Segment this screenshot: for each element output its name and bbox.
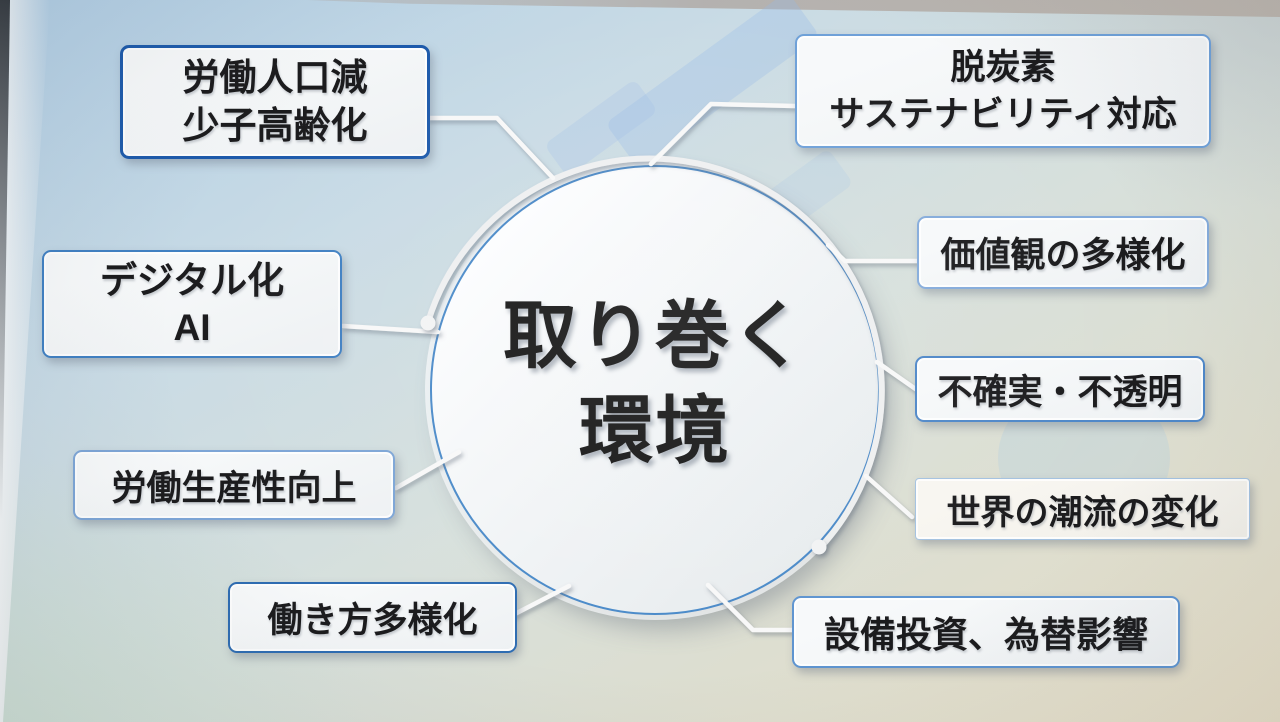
node-labor-population-box: 労働人口減 少子高齢化 [120, 45, 430, 159]
node-label-line: サステナビリティ対応 [829, 95, 1177, 134]
node-label-line: 価値観の多様化 [940, 236, 1186, 275]
node-label-line: 脱炭素 [950, 48, 1056, 87]
node-labor-productivity-box: 労働生産性向上 [73, 450, 395, 520]
node-label-line: 労働生産性向上 [111, 468, 357, 508]
screen-top-bezel [307, 0, 1280, 17]
node-global-trends-box: 世界の潮流の変化 [915, 478, 1250, 540]
screen-left-edge-dark [0, 0, 10, 520]
node-uncertainty-box: 不確実・不透明 [915, 356, 1205, 422]
node-decarbonization-box: 脱炭素 サステナビリティ対応 [795, 34, 1211, 148]
node-capex-fx-box: 設備投資、為替影響 [792, 596, 1180, 668]
connector-values-diversity [825, 242, 923, 264]
node-label-line: 働き方多様化 [267, 601, 478, 640]
center-node-line1: 取り巻く [503, 294, 807, 377]
node-label-line: 設備投資、為替影響 [823, 614, 1148, 655]
node-digital-ai-box: デジタル化 AI [42, 250, 342, 358]
connector-uncertainty [874, 359, 920, 393]
node-label-line: デジタル化 [99, 260, 285, 301]
node-values-diversity-box: 価値観の多様化 [917, 216, 1209, 289]
connector-global-trends [863, 473, 915, 520]
node-label-line: 不確実・不透明 [937, 372, 1183, 412]
connector-labor-population [425, 115, 556, 181]
node-label-line: AI [173, 307, 211, 348]
connector-digital-ai [340, 323, 441, 335]
arc-endpoint-dot [420, 315, 436, 331]
center-node: 取り巻く 環境 [430, 165, 880, 615]
center-node-line2: 環境 [579, 389, 731, 472]
node-work-style-diversity-box: 働き方多様化 [228, 582, 517, 653]
node-label-line: 少子高齢化 [182, 105, 368, 146]
node-label-line: 世界の潮流の変化 [946, 493, 1219, 532]
node-label-line: 労働人口減 [182, 57, 368, 98]
